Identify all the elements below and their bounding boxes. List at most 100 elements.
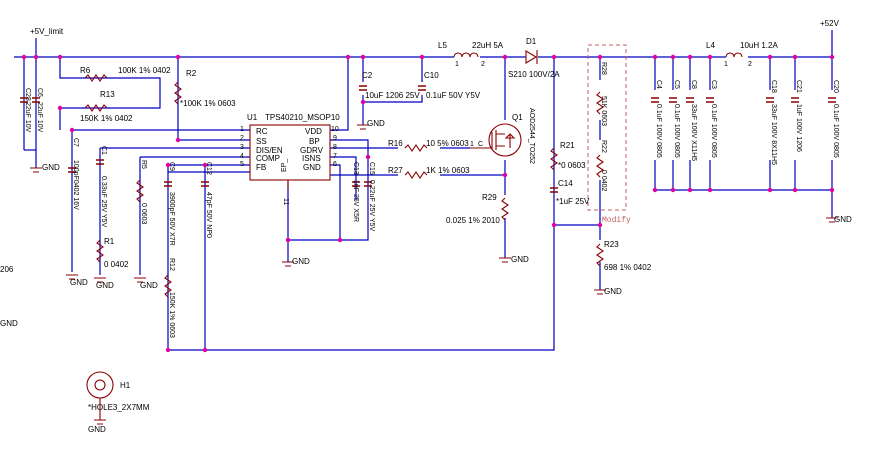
c20-ref: C20 — [832, 80, 839, 93]
r22-val: 0 0402 — [600, 170, 607, 192]
offpage-label-gnd: GND — [0, 319, 18, 328]
l4-pin1: 1 — [724, 61, 728, 68]
r5-val: 0 0603 — [140, 203, 147, 225]
ic-part: TPS40210_MSOP10 — [265, 113, 340, 122]
ic-pin-num: 2 — [240, 135, 244, 142]
ic-u1: U1 TPS40210_MSOP10 RC SS DIS/EN COMP FB … — [240, 113, 340, 205]
r16-ref: R16 — [388, 139, 403, 148]
c18-ref: C18 — [770, 80, 777, 93]
q1-pin-c: C — [478, 141, 483, 148]
r22-ref: R22 — [600, 140, 607, 153]
gnd-label: GND — [367, 119, 385, 128]
r29-val: 0.025 1% 2010 — [446, 216, 500, 225]
c5-val: 0.1uF 100V 0805 — [673, 104, 680, 158]
offpage-label-206: 206 — [0, 265, 14, 274]
c20-val: 0.1uF 100V 0805 — [832, 104, 839, 158]
l4-val: 10uH 1.2A — [740, 41, 778, 50]
c21-val: 1uF 100V 1206 — [795, 104, 802, 152]
ic-u1-body — [249, 124, 331, 181]
ic-pin-name-gnd: GND — [303, 163, 321, 172]
c10-val: 0.1uF 50V Y5V — [426, 91, 481, 100]
c28-ref: C28 — [24, 88, 31, 101]
c9-ref: C9 — [168, 162, 175, 171]
c3-val: 0.1uF 100V 0805 — [710, 104, 717, 158]
component-symbols — [20, 44, 836, 420]
c6-ref: C6 — [36, 88, 43, 97]
c5-ref: C5 — [673, 80, 680, 89]
ic-ref: U1 — [247, 113, 258, 122]
c13-val: 1uF 25V X5R — [352, 180, 359, 222]
c14-ref: C14 — [558, 179, 573, 188]
wires — [14, 30, 833, 351]
q1-ref: Q1 — [512, 113, 523, 122]
ic-pin-name-vdd: VDD — [305, 127, 322, 136]
ic-pin-name-comp: COMP — [256, 154, 280, 163]
r12-val: 150K 1% 0603 — [168, 292, 175, 338]
l4-ref: L4 — [706, 41, 715, 50]
c18-val: 33uF 100V 8X11H5 — [770, 104, 777, 165]
c2-val: 10uF 1206 25V — [365, 91, 420, 100]
r1-val: 0 0402 — [104, 260, 129, 269]
c2-ref: C2 — [362, 71, 373, 80]
ic-pin-name-bp: BP — [309, 137, 320, 146]
c6-val: 22uF 10V — [36, 102, 43, 133]
net-label-vin: +5V_limit — [30, 27, 64, 36]
r27-val: 1K 1% 0603 — [426, 166, 470, 175]
r21-val: *0 0603 — [558, 161, 586, 170]
r29-ref: R29 — [482, 193, 497, 202]
modify-note: Modify — [602, 216, 631, 225]
ic-pin-num: 5 — [240, 161, 244, 168]
ic-pin-num: 4 — [240, 153, 244, 160]
r28-val: 51K 0603 — [600, 96, 607, 126]
r2-ref: R2 — [186, 69, 197, 78]
c13-ref: C13 — [352, 162, 359, 175]
ic-ep-label: EP_ — [281, 159, 288, 172]
r6-ref: R6 — [80, 66, 91, 75]
l5-pin1: 1 — [455, 61, 459, 68]
c4-val: 0.1uF 100V 0805 — [655, 104, 662, 158]
q1-val: AOD2544_TO252 — [528, 108, 535, 164]
gnd-label: GND — [292, 257, 310, 266]
d1-val: S210 100V/2A — [508, 70, 560, 79]
h1-ref: H1 — [120, 381, 131, 390]
gnd-label: GND — [511, 255, 529, 264]
ic-pin-name-ss: SS — [256, 137, 267, 146]
ic-pin-num: 1 — [240, 126, 244, 133]
c9-val: 3900pF 50V X7R — [168, 192, 175, 246]
ic-pin-num: 8 — [333, 144, 337, 151]
modify-box — [587, 44, 627, 211]
r13-ref: R13 — [100, 90, 115, 99]
c1-val: 0.33uF 25V Y5V — [100, 176, 107, 228]
gnd-label: GND — [96, 281, 114, 290]
junctions — [21, 54, 835, 353]
c8-ref: C8 — [690, 80, 697, 89]
r5-ref: R5 — [140, 160, 147, 169]
ic-pin-name-gdrv: GDRV — [300, 146, 324, 155]
r12-ref: R12 — [168, 258, 175, 271]
c7-val: 100pF0402 16V — [72, 160, 79, 210]
component-labels: C28 22uF 10V C6 22uF 10V R6 100K 1% 0402… — [24, 37, 839, 412]
c1-ref: C1 — [100, 146, 107, 155]
gnd-label: GND — [88, 425, 106, 434]
ic-ep-num: 11 — [282, 198, 289, 205]
gnd-label: GND — [140, 281, 158, 290]
r27-ref: R27 — [388, 166, 403, 175]
mounting-hole-symbol — [86, 371, 114, 399]
ic-pin-num: 7 — [333, 153, 337, 160]
gnd-label: GND — [42, 163, 60, 172]
l5-ref: L5 — [438, 41, 447, 50]
net-labels: +5V_limit +52V GND GND GND GND GND GND G… — [0, 19, 852, 434]
c10-ref: C10 — [424, 71, 439, 80]
net-label-vout: +52V — [820, 19, 840, 28]
c8-val: 33uF 100V X11H5 — [690, 104, 697, 161]
r1-ref: R1 — [104, 237, 115, 246]
r23-ref: R23 — [604, 240, 619, 249]
c3-ref: C3 — [710, 80, 717, 89]
r16-val: 10 5% 0603 — [426, 139, 469, 148]
ground-symbols — [30, 124, 838, 425]
c15-val: 0.22uF 25V Y5V — [368, 180, 375, 232]
h1-val: *HOLE3_2X7MM — [88, 403, 150, 412]
l4-pin2: 2 — [748, 61, 752, 68]
c7-ref: C7 — [72, 138, 79, 147]
